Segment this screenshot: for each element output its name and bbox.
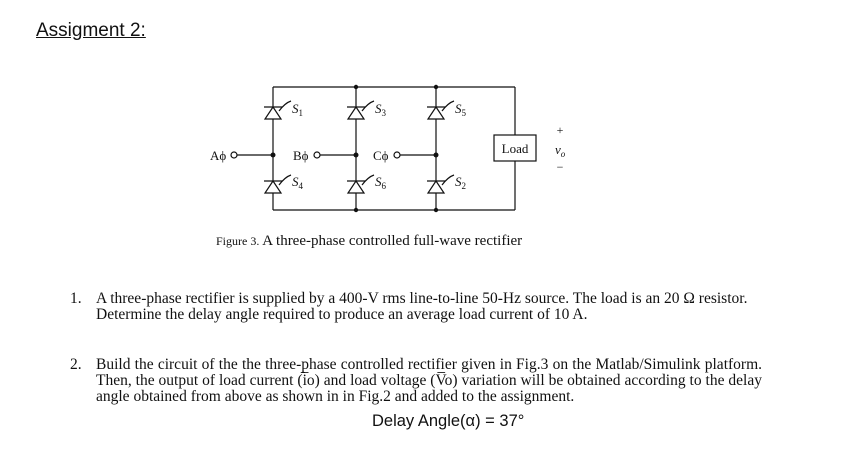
answer-text: Delay Angle(α) = 37° (372, 412, 525, 430)
label-s2: S2 (455, 174, 466, 191)
node-a (270, 152, 276, 158)
node-b (353, 152, 359, 158)
thyristor-s6-icon (346, 179, 366, 194)
figure-title: A three-phase controlled full-wave recti… (259, 233, 523, 249)
load-box (493, 134, 537, 162)
figure-caption: Figure 3. A three-phase controlled full-… (216, 233, 522, 250)
thyristors (263, 105, 446, 194)
item-2-number: 2. (70, 356, 82, 373)
thyristor-s1-icon (263, 105, 283, 120)
thyristor-s2-icon (426, 179, 446, 194)
terminal-a (230, 151, 238, 159)
input-label-c: Cϕ (373, 148, 389, 163)
figure-number: Figure 3. (216, 234, 260, 248)
thyristor-s5-icon (426, 105, 446, 120)
vo-label: vo (555, 142, 566, 159)
thyristor-s3-icon (346, 105, 366, 120)
item-2-text: Build the circuit of the the three-phase… (96, 356, 762, 405)
rectifier-circuit-diagram: S1 S3 S5 S4 S6 S2 Aϕ Bϕ Cϕ Load + vo − (210, 84, 566, 213)
plus-sign: + (557, 123, 564, 137)
terminal-b (313, 151, 321, 159)
minus-sign: − (557, 160, 564, 174)
assignment-heading: Assigment 2: (36, 20, 146, 41)
label-s3: S3 (375, 101, 387, 118)
input-label-b: Bϕ (293, 148, 309, 163)
item-1-text: A three-phase rectifier is supplied by a… (96, 290, 748, 323)
input-terminals (230, 84, 439, 213)
thyristor-s4-icon (263, 179, 283, 194)
load-label: Load (502, 141, 529, 156)
item-1-number: 1. (70, 290, 82, 307)
label-s5: S5 (455, 101, 467, 118)
label-s6: S6 (375, 174, 387, 191)
label-s1: S1 (292, 101, 303, 118)
node-c (433, 152, 439, 158)
input-label-a: Aϕ (210, 148, 226, 163)
terminal-c (393, 151, 401, 159)
label-s4: S4 (292, 174, 304, 191)
